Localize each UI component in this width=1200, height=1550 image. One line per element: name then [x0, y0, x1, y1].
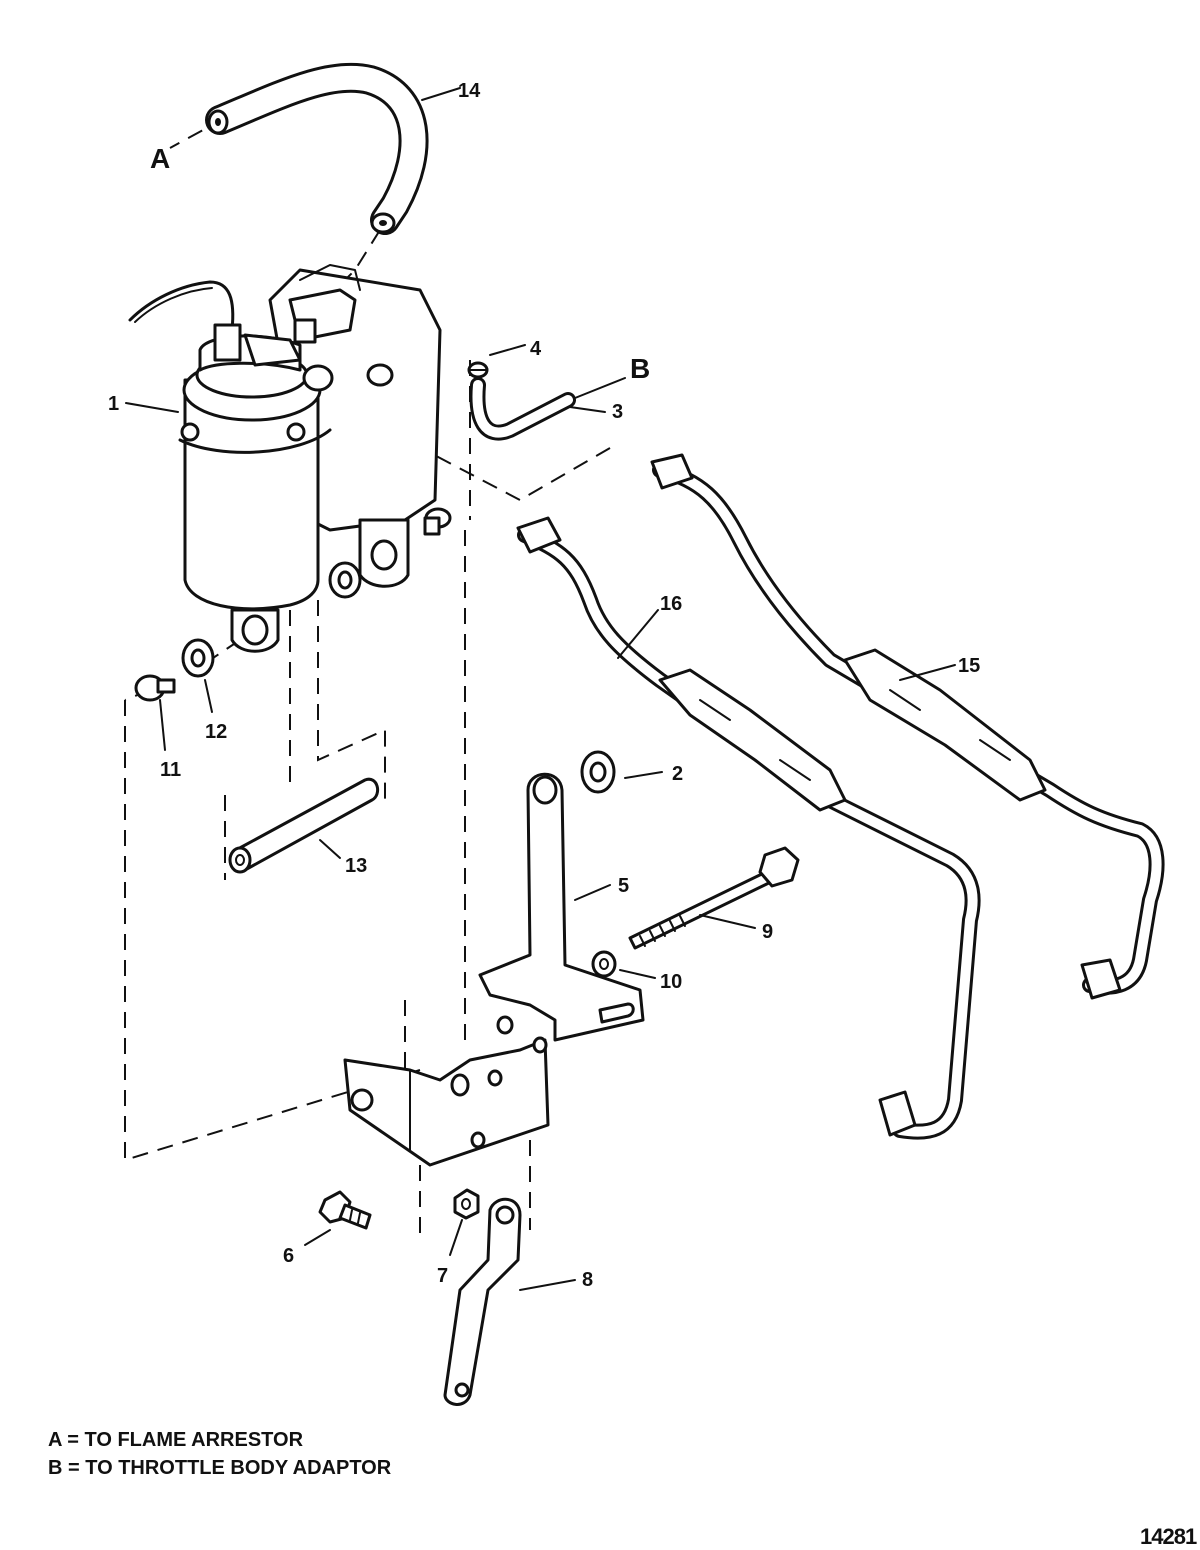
callout-1: 1 — [108, 393, 119, 415]
leader-lines — [125, 87, 956, 1291]
callout-2: 2 — [672, 763, 683, 785]
screw-upper — [423, 507, 452, 536]
part-10-washer — [591, 950, 617, 978]
part-7-nut — [453, 1188, 480, 1220]
callout-A: A — [150, 143, 170, 174]
part-16-fuel-line — [516, 516, 981, 1140]
callout-6: 6 — [283, 1245, 294, 1267]
part-1-fuel-module — [128, 264, 442, 653]
part-14-vent-hose — [205, 62, 429, 235]
part-6-bolt — [318, 1190, 372, 1230]
part-3-hose — [469, 377, 576, 441]
legend-item-b: B = TO THROTTLE BODY ADAPTOR — [48, 1457, 392, 1479]
callout-10: 10 — [660, 971, 682, 993]
callout-12: 12 — [205, 721, 227, 743]
part-5-bracket — [343, 772, 645, 1167]
callout-7: 7 — [437, 1265, 448, 1287]
callout-13: 13 — [345, 855, 367, 877]
drawing-number: 14281 — [1140, 1524, 1197, 1549]
grommet-upper — [328, 561, 362, 599]
part-2-grommet — [580, 750, 616, 794]
part-12-grommet — [181, 638, 215, 678]
part-9-bolt — [628, 846, 800, 950]
callout-4: 4 — [530, 338, 542, 360]
callout-labels: 14 A 1 4 B 3 16 15 12 11 2 13 5 9 10 6 7… — [108, 80, 980, 1291]
part-8-link-plate — [443, 1197, 522, 1406]
legend-item-a: A = TO FLAME ARRESTOR — [48, 1429, 304, 1451]
part-15-fuel-line — [650, 453, 1165, 1000]
callout-B: B — [630, 353, 650, 384]
callout-15: 15 — [958, 655, 980, 677]
callout-9: 9 — [762, 921, 773, 943]
callout-14: 14 — [458, 80, 481, 102]
part-4-clamp — [467, 361, 489, 379]
callout-5: 5 — [618, 875, 629, 897]
callout-16: 16 — [660, 593, 682, 615]
legend: A = TO FLAME ARRESTOR B = TO THROTTLE BO… — [48, 1426, 391, 1482]
callout-11: 11 — [160, 759, 181, 781]
part-11-screw — [134, 674, 176, 702]
callout-3: 3 — [612, 401, 623, 423]
part-13-spacer-tube — [228, 777, 380, 874]
callout-8: 8 — [582, 1269, 593, 1291]
